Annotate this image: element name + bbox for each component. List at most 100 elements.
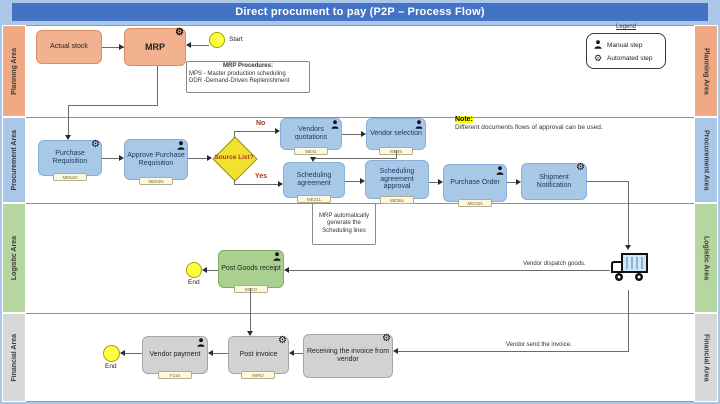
automated-step-icon: ⚙: [593, 52, 603, 63]
task-mrp: ⚙ MRP: [124, 28, 186, 66]
connector-line: [234, 131, 235, 138]
transaction-code-tag: ME51N: [53, 173, 87, 181]
arrowhead: [393, 348, 398, 354]
connector-line: [294, 353, 303, 354]
start-event: [209, 32, 225, 48]
connector-line: [398, 351, 629, 352]
arrowhead: [625, 245, 631, 250]
task-label: Shipment Notification: [536, 173, 572, 189]
task-purchase-requisition: ⚙ Purchase Requisition: [38, 140, 102, 176]
automated-step-icon: ⚙: [175, 27, 184, 38]
arrowhead: [289, 350, 294, 356]
connector-line: [234, 131, 275, 132]
automated-step-icon: ⚙: [382, 333, 391, 344]
transaction-code-tag: ME41: [294, 147, 328, 155]
arrowhead: [361, 131, 366, 137]
approval-note: Note: Different documents flows of appro…: [455, 115, 645, 133]
lane-label-procurement: Procurement Area: [10, 129, 18, 191]
legend-automated-label: Automated step: [607, 54, 653, 62]
task-shipment-notification: ⚙ Shipment Notification: [521, 163, 587, 200]
connector-line: [289, 270, 610, 271]
note-line: DDR -Demand-Driven Replenishment: [189, 78, 290, 84]
connector-line: [628, 181, 629, 245]
legend-box: Manual step ⚙ Automated step: [586, 33, 666, 69]
arrowhead: [207, 155, 212, 161]
start-event-label: Start: [229, 36, 243, 43]
task-vendor-selection: Vendor selection: [366, 118, 426, 150]
transaction-code-tag: ME54N: [139, 177, 173, 185]
task-label: Vendor payment: [149, 351, 201, 359]
manual-step-icon: [593, 39, 603, 51]
connector-line: [234, 180, 235, 185]
transaction-code-tag: ME31L: [297, 195, 331, 203]
mrp-scheduling-note: MRP automatically generate the Schedulin…: [312, 203, 376, 245]
lane-band-logistic-right: Logistic Area: [694, 203, 718, 313]
arrowhead: [360, 178, 365, 184]
arrowhead: [278, 181, 283, 187]
gateway-label: Source List?: [214, 154, 254, 162]
task-label: MRP: [145, 41, 165, 52]
lane-label-logistic-right: Logistic Area: [702, 235, 710, 281]
arrowhead: [438, 179, 443, 185]
manual-step-icon: [177, 141, 185, 153]
task-label: Approve Purchase Requisition: [127, 151, 185, 167]
transaction-code-tag: MIGO: [234, 285, 268, 293]
lane-label-procurement-right: Procurement Area: [702, 129, 710, 191]
task-vendors-quotations: Vendors quotations: [280, 118, 342, 150]
manual-step-icon: [415, 120, 423, 132]
gateway-no-label: No: [256, 120, 266, 127]
mrp-procedures-note: MRP Procedures: MPS - Master production …: [186, 61, 310, 93]
task-label: Purchase Requisition: [52, 150, 88, 165]
automated-step-icon: ⚙: [576, 162, 585, 173]
financial-end-label: End: [105, 363, 117, 370]
task-purchase-order: Purchase Order: [443, 164, 507, 202]
logistic-end-label: End: [188, 279, 200, 286]
arrowhead: [65, 135, 71, 140]
manual-step-icon: [273, 252, 281, 264]
connector-line: [206, 270, 218, 271]
task-label: Purchase Order: [450, 179, 500, 187]
lane-label-planning-right: Planning Area: [702, 47, 710, 95]
arrowhead: [310, 157, 316, 162]
connector-line: [234, 184, 279, 185]
lane-label-logistic: Logistic Area: [10, 235, 18, 281]
task-post-goods-receipt: Post Goods receipt: [218, 250, 284, 288]
legend-manual-row: Manual step: [593, 39, 659, 51]
transaction-code-tag: MIRO: [241, 371, 275, 379]
note-line: MPS - Master production scheduling: [189, 70, 286, 77]
task-label: Actual stock: [50, 43, 88, 51]
automated-step-icon: ⚙: [91, 139, 100, 150]
transaction-code-tag: ME21N: [458, 199, 492, 207]
connector-line: [250, 288, 251, 332]
connector-line: [429, 182, 439, 183]
task-label: Receiving the invoice from vendor: [306, 348, 390, 363]
logistic-end-event: [186, 262, 202, 278]
gateway-source-list: Source List?: [212, 136, 258, 182]
send-invoice-label: Vendor send the invoice.: [505, 342, 573, 348]
manual-step-icon: [331, 120, 339, 132]
arrowhead: [119, 155, 124, 161]
lane-separator: [26, 117, 694, 118]
connector-line: [188, 158, 208, 159]
diagram-title: Direct procument to pay (P2P – Process F…: [235, 6, 485, 18]
lane-band-planning-right: Planning Area: [694, 25, 718, 117]
task-vendor-payment: Vendor payment: [142, 336, 208, 374]
financial-end-event: [103, 345, 120, 362]
arrowhead: [120, 350, 125, 356]
connector-line: [345, 181, 361, 182]
connector-line: [213, 353, 228, 354]
lane-band-procurement-left: Procurement Area: [2, 117, 26, 203]
lane-band-financial-right: Financial Area: [694, 313, 718, 402]
arrowhead: [186, 42, 191, 48]
arrowhead: [516, 179, 521, 185]
task-label: Scheduling agreement approval: [379, 167, 415, 191]
connector-line: [102, 47, 124, 48]
lane-band-planning-left: Planning Area: [2, 25, 26, 117]
connector-line: [125, 353, 142, 354]
task-actual-stock: Actual stock: [36, 30, 102, 64]
task-label: Vendor selection: [370, 130, 422, 138]
task-label: Scheduling agreement: [296, 172, 332, 187]
legend-automated-row: ⚙ Automated step: [593, 52, 659, 63]
arrowhead: [119, 44, 124, 50]
